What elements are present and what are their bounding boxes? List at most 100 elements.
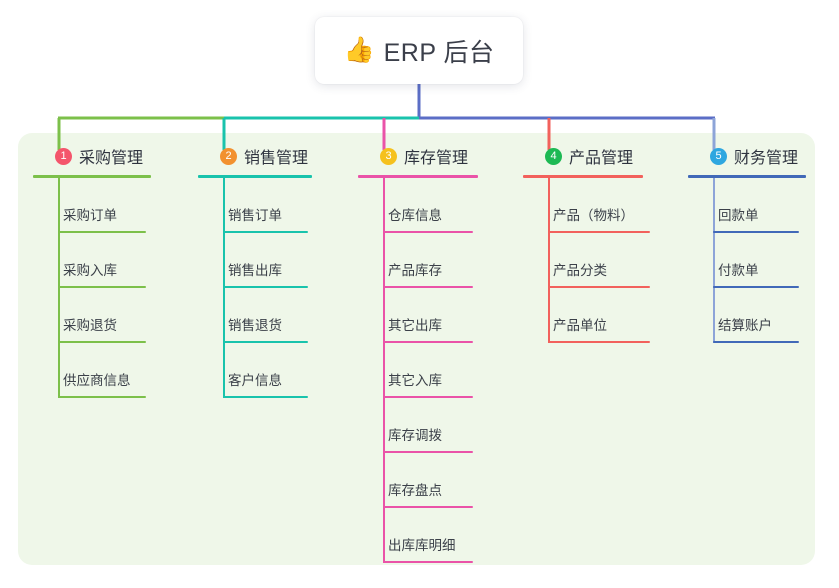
leaf-item-label: 采购入库	[63, 263, 117, 278]
leaf-item[interactable]: 产品（物料）	[523, 178, 650, 233]
branch-spine-1	[58, 178, 60, 398]
branch-items-4: 产品（物料） 产品分类产品单位	[523, 178, 650, 343]
leaf-item[interactable]: 回款单	[688, 178, 806, 233]
leaf-item-rule	[223, 341, 308, 343]
branch-badge-4: 4	[545, 147, 562, 165]
branch-badge-2: 2	[220, 147, 237, 165]
leaf-item-rule	[713, 286, 799, 288]
branch-header-4[interactable]: 4 产品管理	[523, 145, 643, 167]
leaf-item-rule	[223, 286, 308, 288]
leaf-item[interactable]: 供应商信息	[33, 343, 151, 398]
branch-items-5: 回款单付款单结算账户	[688, 178, 806, 343]
branch-title-1: 采购管理	[79, 150, 144, 167]
branch-title-4: 产品管理	[569, 150, 634, 167]
leaf-item[interactable]: 销售出库	[198, 233, 312, 288]
branch-column-2: 2 销售管理销售订单销售出库销售退货客户信息	[198, 145, 312, 398]
leaf-item[interactable]: 采购入库	[33, 233, 151, 288]
branch-header-rule-1	[33, 175, 151, 178]
branch-items-3: 仓库信息产品库存其它出库其它入库库存调拨库存盘点出库库明细	[358, 178, 478, 563]
branch-header-rule-3	[358, 175, 478, 178]
leaf-item[interactable]: 产品库存	[358, 233, 478, 288]
leaf-item-rule	[713, 231, 799, 233]
leaf-item[interactable]: 仓库信息	[358, 178, 478, 233]
leaf-item-label: 供应商信息	[63, 373, 131, 388]
leaf-item-label: 采购订单	[63, 208, 117, 223]
branch-badge-3: 3	[380, 147, 397, 165]
leaf-item-label: 其它入库	[388, 373, 442, 388]
leaf-item[interactable]: 其它出库	[358, 288, 478, 343]
thumbs-up-icon: 👍	[343, 36, 375, 64]
branch-items-2: 销售订单销售出库销售退货客户信息	[198, 178, 312, 398]
leaf-item-rule	[383, 286, 473, 288]
leaf-item-rule	[58, 286, 146, 288]
leaf-item-rule	[383, 506, 473, 508]
leaf-item[interactable]: 产品分类	[523, 233, 650, 288]
leaf-item[interactable]: 出库库明细	[358, 508, 478, 563]
branch-items-1: 采购订单采购入库采购退货供应商信息	[33, 178, 151, 398]
leaf-item-label: 结算账户	[718, 318, 772, 333]
leaf-item-rule	[383, 231, 473, 233]
leaf-item[interactable]: 采购退货	[33, 288, 151, 343]
branch-badge-5: 5	[710, 147, 727, 165]
branch-title-2: 销售管理	[244, 150, 309, 167]
leaf-item-label: 其它出库	[388, 318, 442, 333]
leaf-item-label: 付款单	[718, 263, 759, 278]
leaf-item-label: 产品库存	[388, 263, 442, 278]
leaf-item-rule	[548, 341, 650, 343]
leaf-item[interactable]: 销售订单	[198, 178, 312, 233]
leaf-item-label: 客户信息	[228, 373, 282, 388]
leaf-item-rule	[713, 341, 799, 343]
leaf-item-rule	[383, 341, 473, 343]
branch-header-rule-5	[688, 175, 806, 178]
leaf-item-label: 采购退货	[63, 318, 117, 333]
leaf-item[interactable]: 销售退货	[198, 288, 312, 343]
leaf-item-label: 产品单位	[553, 318, 607, 333]
leaf-item[interactable]: 付款单	[688, 233, 806, 288]
leaf-item-label: 出库库明细	[388, 538, 456, 553]
branch-spine-5	[713, 178, 715, 343]
leaf-item-rule	[548, 231, 650, 233]
leaf-item-label: 销售出库	[228, 263, 282, 278]
branch-header-3[interactable]: 3 库存管理	[358, 145, 478, 167]
leaf-item-rule	[383, 451, 473, 453]
leaf-item-rule	[548, 286, 650, 288]
leaf-item[interactable]: 结算账户	[688, 288, 806, 343]
leaf-item-rule	[383, 396, 473, 398]
leaf-item-label: 仓库信息	[388, 208, 442, 223]
branch-title-5: 财务管理	[734, 150, 799, 167]
branch-header-rule-4	[523, 175, 643, 178]
branch-badge-1: 1	[55, 147, 72, 165]
branch-title-3: 库存管理	[404, 150, 469, 167]
branch-column-5: 5 财务管理回款单付款单结算账户	[688, 145, 806, 343]
branch-column-1: 1 采购管理采购订单采购入库采购退货供应商信息	[33, 145, 151, 398]
branch-header-2[interactable]: 2 销售管理	[198, 145, 312, 167]
leaf-item-label: 产品分类	[553, 263, 607, 278]
leaf-item-label: 库存盘点	[388, 483, 442, 498]
leaf-item[interactable]: 客户信息	[198, 343, 312, 398]
branch-spine-2	[223, 178, 225, 398]
leaf-item-rule	[58, 341, 146, 343]
leaf-item[interactable]: 产品单位	[523, 288, 650, 343]
branch-header-5[interactable]: 5 财务管理	[688, 145, 806, 167]
leaf-item-rule	[58, 396, 146, 398]
branch-column-3: 3 库存管理仓库信息产品库存其它出库其它入库库存调拨库存盘点出库库明细	[358, 145, 478, 563]
leaf-item-label: 销售退货	[228, 318, 282, 333]
leaf-item-rule	[223, 396, 308, 398]
leaf-item-label: 产品（物料）	[553, 208, 634, 223]
leaf-item-rule	[58, 231, 146, 233]
branch-header-1[interactable]: 1 采购管理	[33, 145, 151, 167]
root-node-title: ERP 后台	[383, 38, 495, 67]
branch-spine-4	[548, 178, 550, 343]
leaf-item[interactable]: 库存调拨	[358, 398, 478, 453]
leaf-item[interactable]: 采购订单	[33, 178, 151, 233]
root-node-card[interactable]: 👍 ERP 后台	[315, 17, 523, 84]
leaf-item-label: 回款单	[718, 208, 759, 223]
leaf-item[interactable]: 其它入库	[358, 343, 478, 398]
branch-header-rule-2	[198, 175, 312, 178]
leaf-item-rule	[223, 231, 308, 233]
branch-column-4: 4 产品管理产品（物料） 产品分类产品单位	[523, 145, 650, 343]
leaf-item-label: 库存调拨	[388, 428, 442, 443]
diagram-background-panel	[18, 133, 815, 565]
leaf-item[interactable]: 库存盘点	[358, 453, 478, 508]
